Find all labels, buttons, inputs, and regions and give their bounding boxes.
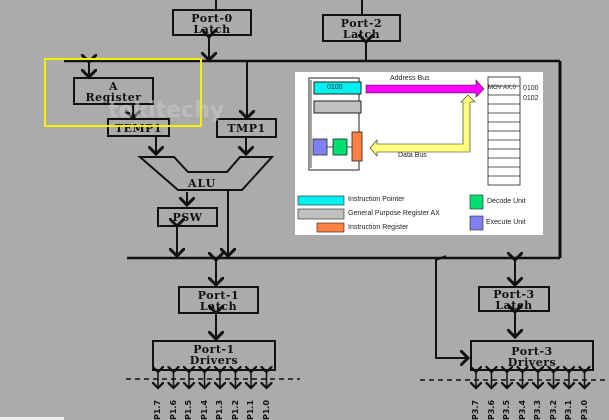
pin-label: P3.0 [579,399,589,420]
bus-to-port3-drivers [435,255,468,358]
tmp1-label: TMP1 [227,122,266,135]
memory-address-1: 0102 [523,95,539,102]
legend-swatch-execute-unit [469,215,484,231]
data-bus-arrow [369,94,476,157]
port2-latch-line2: Latch [342,28,381,41]
pin-label: P3.7 [471,399,480,420]
instruction-register-box [351,131,363,162]
address-bus-label: Address Bus [390,75,430,82]
legend-execute-unit: Execute Unit [486,219,526,226]
psw-label: PSW [172,211,203,224]
port1-drivers-line1: Port-1 [193,343,235,356]
ax-register [313,100,362,114]
cpu-box [308,77,360,171]
ip-value: 0100 [327,84,343,91]
legend-swatch-gp-register [297,208,345,220]
inset-diagram: 0100 Address Bus Data Bus MOV AX,0 0100 … [295,72,543,235]
pin-label: P1.6 [168,399,178,420]
port1-latch-line2: Latch [199,300,238,313]
pin-label: P1.5 [184,399,193,420]
port3-latch-line1: Port-3 [493,288,535,301]
instruction-pointer-register [313,81,362,95]
port1-drivers-line2: Drivers [189,354,239,367]
watermark: tekitechy [108,98,225,123]
legend-swatch-decode-unit [469,194,484,210]
port2-latch-block: Port-2 Latch [322,14,401,42]
port1-pin-arrows [158,372,267,388]
port3-latch-line2: Latch [495,299,533,312]
alu-label: ALU [188,177,217,190]
temp1-label: TEMP1 [114,122,163,135]
legend-swatch-instruction-pointer [297,195,345,206]
port2-latch-line1: Port-2 [340,17,383,30]
memory-address-0: 0100 [523,85,539,92]
temp1-block: TEMP1 [107,118,170,137]
pin-label: P1.4 [199,399,209,420]
pin-label: P1.2 [230,399,240,420]
pin-label: P1.3 [215,399,224,420]
pin-label: P3.2 [548,399,558,420]
pin-label: P3.3 [533,399,542,420]
pin-label: P3.6 [486,399,496,420]
legend-instruction-pointer: Instruction Pointer [348,196,405,203]
legend-decode-unit: Decode Unit [487,198,526,205]
pin-label: P3.4 [517,399,527,420]
alu-shape [137,156,275,191]
legend-instruction-register: Instruction Register [348,224,409,231]
legend-swatch-instruction-register [316,222,345,233]
execute-unit-box [312,138,328,156]
data-bus-label: Data Bus [398,152,427,159]
pin-label: P1.0 [261,399,271,420]
tmp1-block: TMP1 [216,118,277,138]
port0-latch-block: Port-0 Latch [172,9,252,36]
a-register-line1: A [108,80,119,93]
port3-drivers-block: Port-3 Drivers [470,340,594,371]
port1-drivers-block: Port-1 Drivers [152,340,276,371]
port0-latch-line1: Port-0 [191,12,233,25]
port3-pin-arrows [476,372,585,388]
inset-svg [297,76,521,233]
bottom-strip [0,417,64,420]
pin-label: P1.1 [246,399,255,420]
port0-latch-line2: Latch [193,23,231,36]
highlight-box [44,58,202,127]
port1-latch-line1: Port-1 [197,289,240,302]
pin-label: P3.1 [564,399,573,420]
port3-latch-block: Port-3 Latch [478,286,550,312]
legend-gp-register: General Purpose Register AX [348,210,440,217]
pin-label: P1.7 [153,399,162,420]
psw-block: PSW [157,207,218,227]
a-register-block: A Register [73,77,154,105]
address-bus-arrow [365,79,485,98]
decode-unit-box [332,138,348,156]
memory-cell-value: MOV AX,0 [488,85,517,91]
port3-drivers-line2: Drivers [507,356,557,369]
port1-latch-block: Port-1 Latch [178,286,259,314]
port3-drivers-line1: Port-3 [511,345,553,358]
pin-label: P3.5 [502,399,511,420]
a-register-line2: Register [85,91,142,104]
